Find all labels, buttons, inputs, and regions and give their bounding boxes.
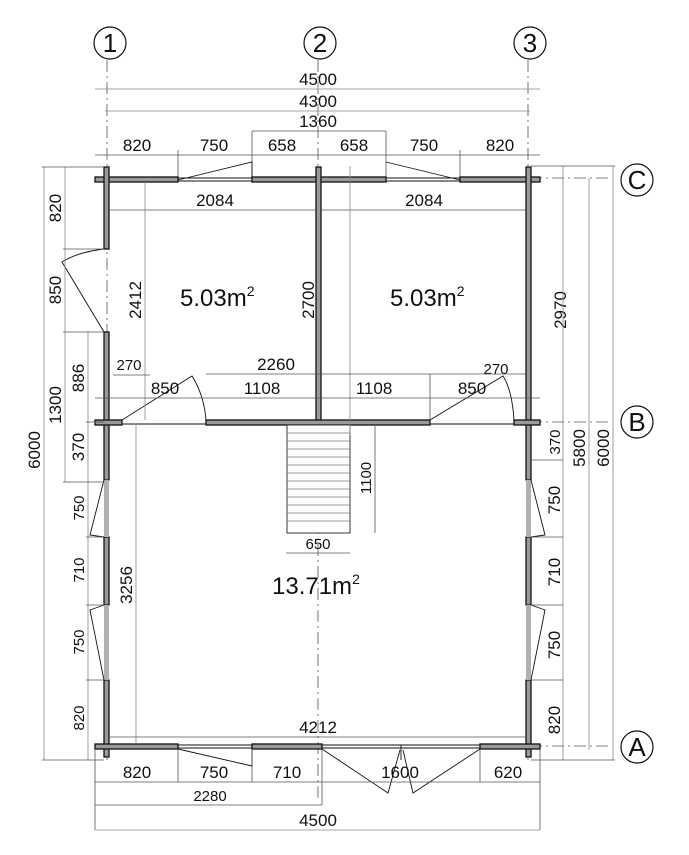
svg-text:1360: 1360 [299, 112, 337, 131]
svg-text:1: 1 [103, 28, 117, 58]
svg-text:2084: 2084 [405, 191, 443, 210]
svg-text:370: 370 [547, 429, 564, 454]
svg-text:270: 270 [116, 357, 141, 374]
svg-text:1300: 1300 [46, 386, 65, 424]
svg-text:4500: 4500 [299, 70, 337, 89]
svg-text:750: 750 [545, 631, 564, 659]
svg-text:2970: 2970 [551, 291, 570, 329]
svg-text:2260: 2260 [257, 355, 295, 374]
door-window-swings [61, 161, 546, 794]
bottom-dimensions: 820 750 710 1600 620 2280 4500 [94, 749, 541, 831]
svg-text:6000: 6000 [594, 429, 613, 467]
svg-text:820: 820 [123, 763, 151, 782]
svg-text:A: A [628, 732, 646, 762]
axis-bubble-3: 3 [513, 26, 547, 60]
axis-bubble-a: A [620, 730, 654, 764]
svg-text:3256: 3256 [117, 566, 136, 604]
svg-text:2412: 2412 [126, 281, 145, 319]
svg-text:2: 2 [313, 28, 327, 58]
axis-lines [106, 60, 612, 800]
svg-text:750: 750 [71, 629, 88, 654]
svg-text:750: 750 [200, 136, 228, 155]
svg-text:3: 3 [523, 28, 537, 58]
svg-text:750: 750 [545, 486, 564, 514]
svg-text:1100: 1100 [358, 462, 375, 494]
room-upper-left-area: 5.03m2 [180, 283, 255, 312]
svg-text:850: 850 [151, 379, 179, 398]
svg-text:820: 820 [486, 136, 514, 155]
svg-text:4500: 4500 [299, 811, 337, 830]
svg-text:750: 750 [200, 763, 228, 782]
svg-text:850: 850 [46, 276, 65, 304]
svg-text:2700: 2700 [299, 281, 318, 319]
svg-text:820: 820 [545, 706, 564, 734]
svg-text:C: C [628, 165, 647, 195]
svg-text:13.71m2: 13.71m2 [272, 571, 360, 600]
svg-text:5.03m2: 5.03m2 [390, 283, 465, 312]
svg-text:B: B [628, 407, 645, 437]
svg-text:620: 620 [494, 763, 522, 782]
svg-text:850: 850 [458, 379, 486, 398]
svg-text:270: 270 [483, 361, 508, 378]
svg-text:710: 710 [71, 557, 88, 582]
svg-text:710: 710 [273, 763, 301, 782]
axis-bubble-2: 2 [303, 26, 337, 60]
axis-bubble-b: B [620, 405, 654, 439]
left-dimensions: 6000 820 850 886 1300 370 750 710 750 82… [25, 166, 104, 761]
svg-text:4212: 4212 [299, 718, 337, 737]
svg-text:5800: 5800 [570, 429, 589, 467]
room-main-area: 13.71m2 [272, 571, 360, 600]
svg-text:650: 650 [305, 536, 330, 553]
svg-text:820: 820 [46, 194, 65, 222]
svg-text:6000: 6000 [25, 431, 44, 469]
svg-text:820: 820 [71, 705, 88, 730]
svg-text:710: 710 [545, 558, 564, 586]
svg-text:886: 886 [69, 364, 88, 392]
interior-dimensions: 2084 2084 2412 2700 2970 270 270 2260 85… [95, 166, 570, 744]
axis-bubble-1: 1 [93, 26, 127, 60]
svg-text:2084: 2084 [196, 191, 234, 210]
walls [94, 166, 541, 758]
svg-text:750: 750 [410, 136, 438, 155]
right-dimensions: 370 5800 6000 750 710 750 820 [531, 165, 615, 761]
svg-text:5.03m2: 5.03m2 [180, 283, 255, 312]
top-dimensions: 4500 4300 1360 820 750 658 658 750 820 [95, 70, 540, 182]
stair: 650 1100 [286, 424, 376, 554]
room-upper-right-area: 5.03m2 [390, 283, 465, 312]
svg-text:658: 658 [268, 136, 296, 155]
svg-text:1108: 1108 [244, 379, 281, 398]
svg-text:2280: 2280 [193, 788, 226, 805]
svg-text:820: 820 [123, 136, 151, 155]
svg-text:1108: 1108 [356, 379, 393, 398]
svg-text:4300: 4300 [299, 92, 337, 111]
svg-text:1600: 1600 [381, 763, 419, 782]
svg-text:658: 658 [340, 136, 368, 155]
svg-text:370: 370 [69, 433, 88, 461]
axis-bubble-c: C [620, 163, 654, 197]
svg-text:750: 750 [71, 495, 88, 520]
